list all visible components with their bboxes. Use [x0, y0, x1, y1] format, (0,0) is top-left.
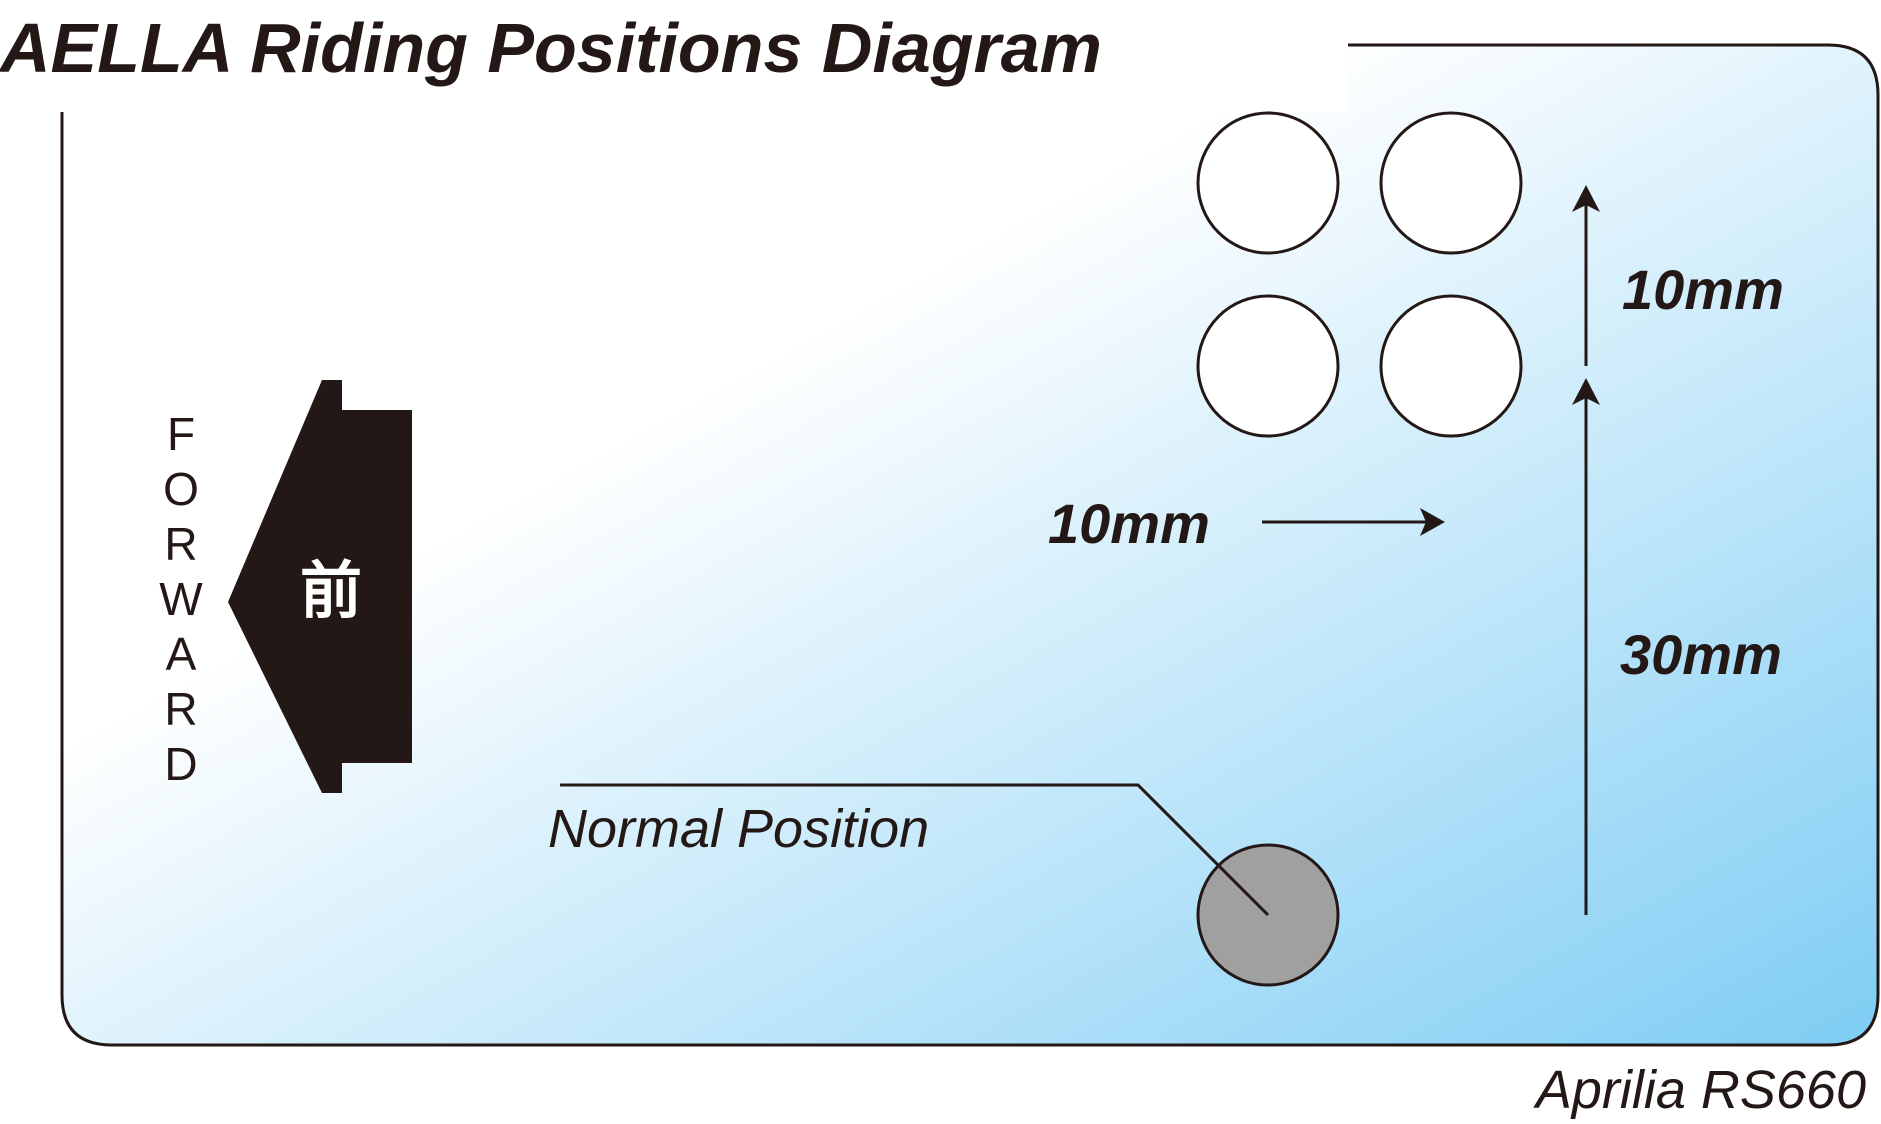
forward-letter-4: A: [166, 628, 197, 680]
forward-arrow-icon: [228, 380, 412, 793]
vertical-base-offset-label: 30mm: [1620, 623, 1782, 686]
diagram-panel-border: [60, 43, 1880, 1047]
position-marker-lower-left: [1196, 294, 1340, 438]
forward-label: F O R W A R D: [159, 408, 203, 790]
forward-letter-2: R: [164, 518, 197, 570]
normal-position-label: Normal Position: [548, 799, 929, 859]
page-title: AELLA Riding Positions Diagram: [0, 9, 1102, 87]
forward-letter-5: R: [164, 683, 197, 735]
position-marker-lower-right: [1379, 294, 1523, 438]
forward-letter-6: D: [164, 738, 197, 790]
vertical-step-label: 10mm: [1622, 258, 1784, 321]
forward-letter-0: F: [167, 408, 195, 460]
diagram-panel: [62, 45, 1878, 1045]
vertical-base-arrowhead-icon: [1572, 378, 1600, 405]
forward-letter-1: O: [163, 463, 199, 515]
forward-letter-3: W: [159, 573, 203, 625]
position-marker-upper-left: [1196, 111, 1340, 255]
horizontal-offset-label: 10mm: [1048, 492, 1210, 555]
forward-kanji: 前: [300, 554, 362, 627]
vertical-step-arrowhead-icon: [1572, 185, 1600, 212]
normal-position-leader-line: [560, 783, 1270, 917]
position-marker-upper-right: [1379, 111, 1523, 255]
motorcycle-model-label: Aprilia RS660: [1533, 1060, 1866, 1120]
horizontal-offset-arrowhead-icon: [1420, 508, 1445, 536]
